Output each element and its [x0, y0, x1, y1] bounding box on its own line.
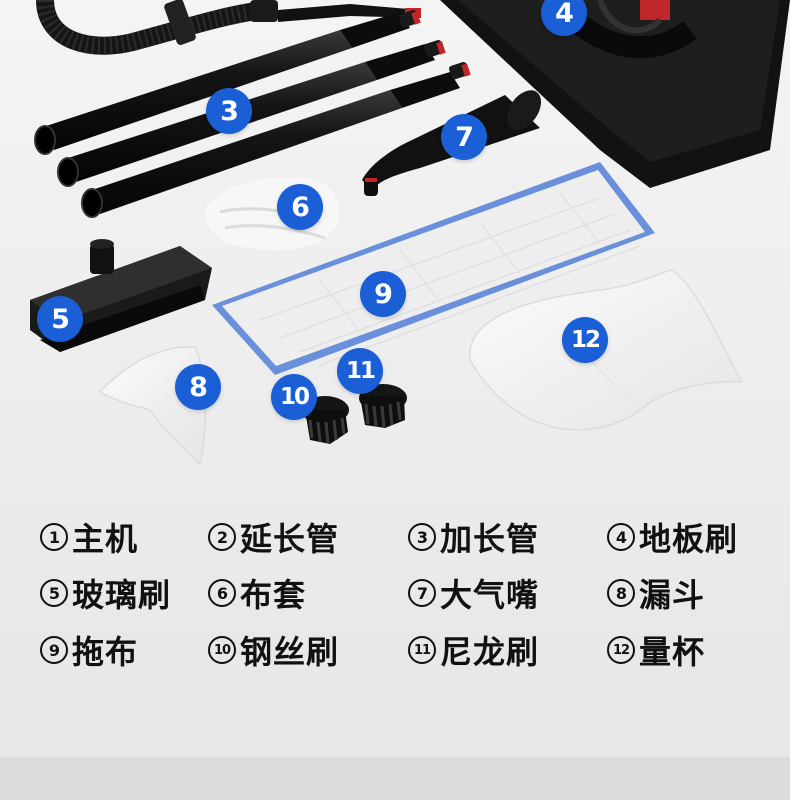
legend-number: 3: [408, 523, 436, 551]
legend-item-glass-brush: 5 玻璃刷: [40, 573, 172, 614]
badge-7: 7: [441, 114, 487, 160]
legend-item-funnel: 8 漏斗: [607, 573, 706, 614]
accessory-legend: 1 主机 2 延长管 3 加长管 4 地板刷 5 玻璃刷 6 布套 7 大气嘴 …: [0, 510, 790, 680]
badge-5: 5: [37, 296, 83, 342]
legend-label: 布套: [240, 576, 307, 614]
legend-item-extension-tube: 3 加长管: [408, 517, 540, 558]
legend-number: 10: [208, 636, 236, 664]
legend-number: 5: [40, 579, 68, 607]
badge-12: 12: [562, 317, 608, 363]
legend-number: 4: [607, 523, 635, 551]
legend-number: 7: [408, 579, 436, 607]
measuring-cup: [469, 269, 744, 431]
legend-label: 钢丝刷: [240, 633, 340, 671]
legend-label: 加长管: [440, 520, 540, 558]
badge-4: 4: [541, 0, 587, 36]
legend-item-extension-hose: 2 延长管: [208, 517, 340, 558]
legend-item-cloth-cover: 6 布套: [208, 573, 307, 614]
badge-6: 6: [277, 184, 323, 230]
floor-brush: [440, 0, 790, 188]
badge-11: 11: [337, 348, 383, 394]
legend-number: 11: [408, 636, 436, 664]
legend-item-nylon-brush: 11 尼龙刷: [408, 630, 540, 671]
legend-label: 尼龙刷: [440, 633, 540, 671]
legend-label: 量杯: [639, 633, 706, 671]
legend-item-main-unit: 1 主机: [40, 517, 139, 558]
legend-number: 12: [607, 636, 635, 664]
legend-number: 2: [208, 523, 236, 551]
legend-item-measuring-cup: 12 量杯: [607, 630, 706, 671]
legend-label: 大气嘴: [440, 576, 540, 614]
footer-band: [0, 757, 790, 800]
badge-8: 8: [175, 364, 221, 410]
badge-10: 10: [271, 374, 317, 420]
legend-label: 玻璃刷: [72, 576, 172, 614]
badge-9: 9: [360, 271, 406, 317]
legend-label: 主机: [72, 520, 139, 558]
legend-number: 8: [607, 579, 635, 607]
legend-item-floor-brush: 4 地板刷: [607, 517, 739, 558]
legend-number: 6: [208, 579, 236, 607]
legend-item-large-nozzle: 7 大气嘴: [408, 573, 540, 614]
legend-item-mop-cloth: 9 拖布: [40, 630, 139, 671]
legend-label: 延长管: [240, 520, 340, 558]
legend-number: 1: [40, 523, 68, 551]
legend-item-wire-brush: 10 钢丝刷: [208, 630, 340, 671]
legend-number: 9: [40, 636, 68, 664]
legend-label: 漏斗: [639, 576, 706, 614]
legend-label: 地板刷: [639, 520, 739, 558]
legend-label: 拖布: [72, 633, 139, 671]
badge-3: 3: [206, 88, 252, 134]
product-photo: [30, 0, 790, 467]
hose: [36, 0, 421, 55]
mop-cloth: [212, 162, 655, 375]
